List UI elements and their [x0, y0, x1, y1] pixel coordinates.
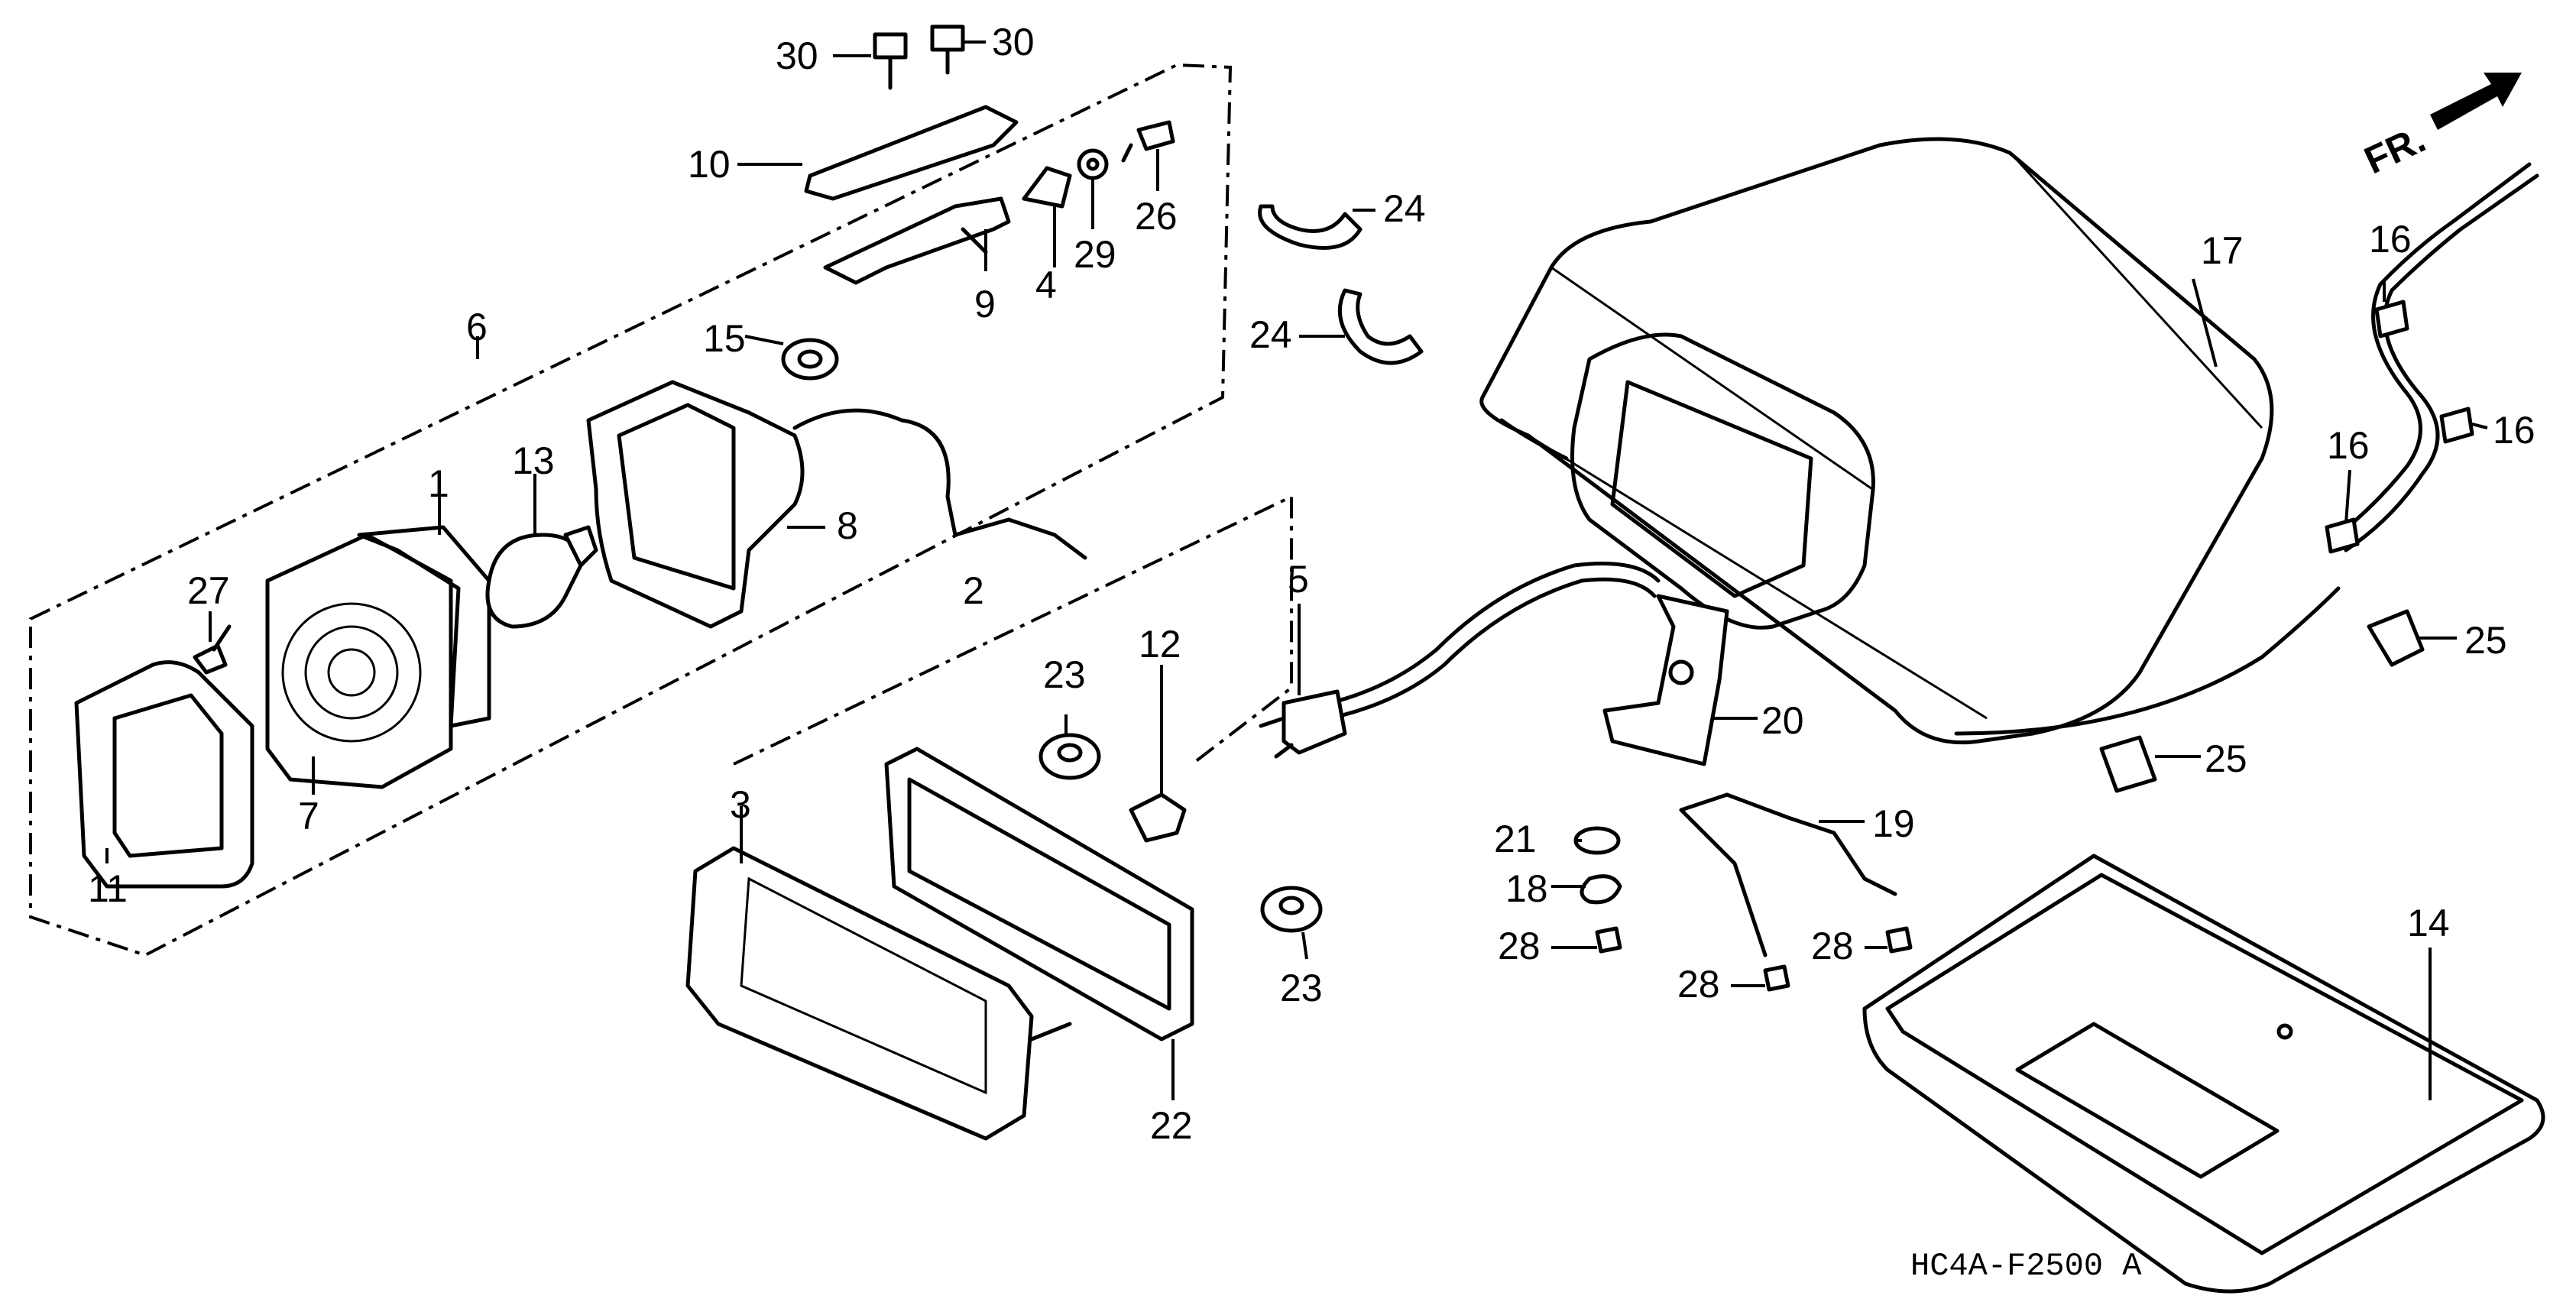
callout-23b: 23	[1280, 967, 1323, 1009]
part-12-bulb	[1129, 792, 1187, 843]
callout-13: 13	[512, 439, 555, 482]
part-24-clamp-b	[1337, 288, 1424, 365]
part-28-screw-a	[1595, 926, 1622, 954]
leader-lines	[105, 40, 2488, 1100]
part-8-housing	[586, 380, 1087, 629]
part-1-gasket	[357, 525, 491, 728]
part-16-clip-a	[2374, 300, 2409, 339]
part-16-clip-b	[2439, 407, 2474, 444]
part-15-grommet	[781, 338, 839, 381]
part-29-washer	[1077, 148, 1109, 180]
callout-16b: 16	[2493, 409, 2535, 452]
callout-19: 19	[1872, 802, 1915, 845]
part-10-bracket	[804, 105, 1019, 201]
diagram-code: HC4A-F2500 A	[1910, 1248, 2142, 1284]
callout-30a: 30	[776, 34, 818, 77]
assembly-2-boundary	[733, 494, 1293, 766]
part-21-nut	[1573, 826, 1621, 855]
callout-28b: 28	[1677, 963, 1720, 1006]
callout-12: 12	[1139, 623, 1181, 666]
callout-15: 15	[703, 317, 746, 360]
callout-5: 5	[1288, 558, 1309, 601]
callout-20: 20	[1761, 699, 1804, 742]
wire-harness	[1327, 162, 2539, 736]
part-28-screw-c	[1885, 926, 1913, 954]
callout-26: 26	[1135, 195, 1178, 238]
callout-18: 18	[1505, 867, 1548, 910]
part-17-housing	[1479, 137, 2274, 745]
front-direction-arrow-icon	[2430, 73, 2522, 130]
callout-6: 6	[466, 306, 488, 348]
part-19-wire	[1679, 792, 1897, 957]
callout-21: 21	[1494, 818, 1537, 860]
part-20-bracket	[1602, 594, 1729, 766]
part-7-lens	[265, 533, 453, 789]
part-18-clip	[1580, 874, 1622, 905]
part-3-lens	[685, 846, 1072, 1141]
part-13-bulb	[485, 525, 598, 629]
part-24-clamp-a	[1258, 204, 1363, 250]
callout-8: 8	[837, 504, 858, 547]
part-22-gasket	[884, 747, 1194, 1041]
callout-30b: 30	[992, 21, 1035, 63]
callout-29: 29	[1074, 233, 1116, 276]
callout-7: 7	[298, 795, 319, 837]
callout-22: 22	[1150, 1104, 1193, 1147]
callout-24b: 24	[1249, 313, 1292, 356]
part-30-bolt-a	[873, 32, 908, 90]
part-27-screw	[193, 624, 232, 675]
callout-28a: 28	[1498, 925, 1541, 967]
callout-16c: 16	[2327, 424, 2370, 467]
part-30-bolt-b	[930, 24, 965, 75]
callout-25a: 25	[2464, 619, 2507, 662]
callout-3: 3	[730, 783, 751, 826]
callout-14: 14	[2407, 902, 2450, 944]
callout-11: 11	[88, 867, 128, 910]
callout-27: 27	[187, 569, 230, 612]
part-28-screw-b	[1763, 964, 1790, 992]
part-23-grommet-b	[1260, 886, 1323, 933]
part-23-grommet-a	[1039, 733, 1101, 780]
assembly-6-boundary	[29, 63, 1233, 957]
part-14-tray	[1862, 854, 2545, 1294]
callout-2: 2	[963, 569, 984, 612]
part-16-clip-c	[2325, 517, 2360, 554]
part-25-clip-a	[2367, 609, 2425, 667]
callout-17: 17	[2201, 229, 2244, 272]
callout-1: 1	[428, 462, 449, 505]
part-25-clip-b	[2099, 735, 2157, 793]
callout-9: 9	[974, 283, 996, 326]
callout-10: 10	[688, 143, 731, 186]
callout-24a: 24	[1383, 187, 1426, 230]
callout-4: 4	[1035, 264, 1057, 306]
callout-28c: 28	[1811, 925, 1854, 967]
part-11-rim	[74, 660, 254, 889]
part-4-collar	[1022, 166, 1072, 209]
part-26-bolt	[1121, 120, 1175, 163]
part-5-socket	[1259, 689, 1347, 759]
callout-23a: 23	[1043, 653, 1086, 696]
callout-25b: 25	[2205, 737, 2247, 780]
part-9-bracket	[823, 196, 1011, 285]
front-direction-label: FR.	[2358, 118, 2432, 183]
callout-16a: 16	[2369, 218, 2412, 261]
